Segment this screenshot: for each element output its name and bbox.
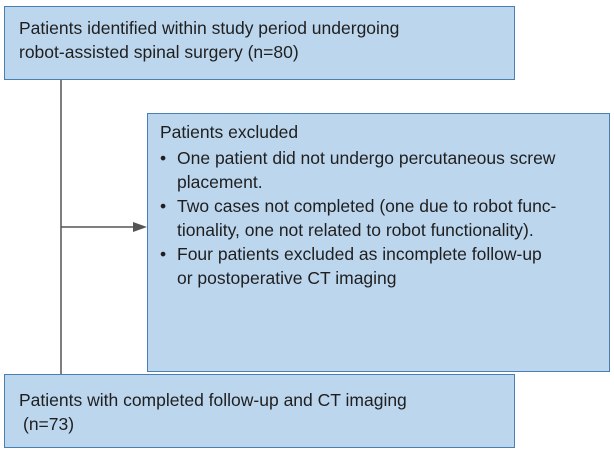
exclusion-list: One patient did not undergo percutaneous…	[160, 146, 601, 290]
exclusion-item-line1: Two cases not completed (one due to robo…	[177, 196, 557, 216]
exclusion-item-line1: Four patients excluded as incomplete fol…	[177, 244, 542, 264]
arrowhead-icon	[133, 222, 147, 232]
exclusion-item-line2: tionality, one not related to robot func…	[177, 220, 534, 240]
excluded-patients-title: Patients excluded	[160, 122, 299, 142]
exclusion-item: One patient did not undergo percutaneous…	[160, 146, 601, 194]
completed-patients-line2: (n=73)	[23, 414, 75, 434]
identified-patients-box: Patients identified within study period …	[4, 6, 515, 80]
completed-patients-box: Patients with completed follow-up and CT…	[4, 374, 515, 448]
identified-patients-line2: robot-assisted spinal surgery (n=80)	[19, 42, 299, 62]
excluded-patients-box: Patients excluded One patient did not un…	[147, 113, 610, 372]
identified-patients-line1: Patients identified within study period …	[19, 18, 400, 38]
completed-patients-line1: Patients with completed follow-up and CT…	[19, 390, 407, 410]
exclusion-item-line2: or postoperative CT imaging	[177, 268, 397, 288]
exclusion-item: Two cases not completed (one due to robo…	[160, 194, 601, 242]
exclusion-item-line1: One patient did not undergo percutaneous…	[177, 148, 556, 168]
exclusion-item: Four patients excluded as incomplete fol…	[160, 242, 601, 290]
exclusion-item-line2: placement.	[177, 172, 263, 192]
